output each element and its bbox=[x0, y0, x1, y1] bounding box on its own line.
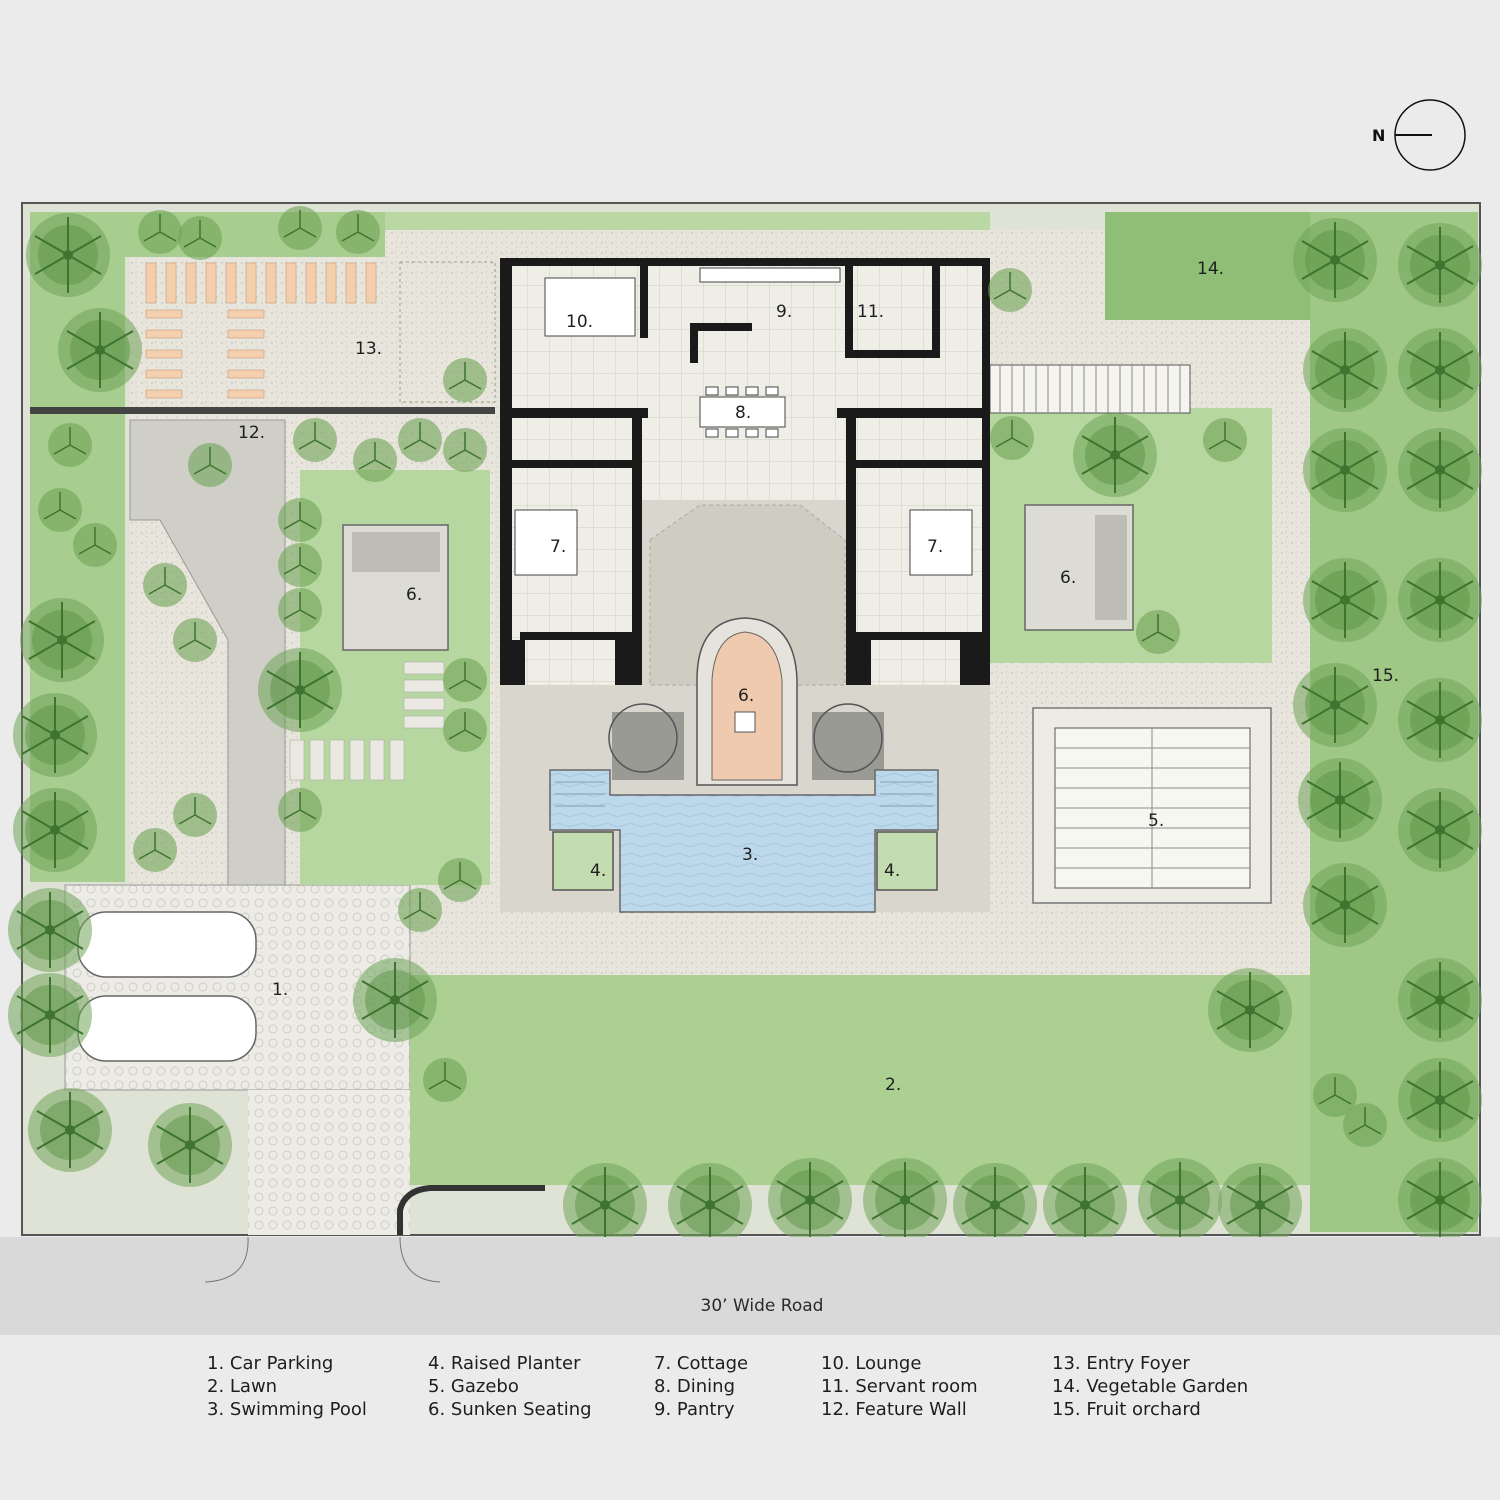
label-lawn: 2. bbox=[885, 1075, 901, 1095]
legend-item: 4. Raised Planter bbox=[428, 1353, 581, 1374]
bed-right bbox=[909, 509, 973, 576]
north-label: N bbox=[1372, 126, 1385, 145]
label-dining: 8. bbox=[735, 403, 751, 423]
gazebo-rafters bbox=[1055, 728, 1250, 888]
legend-item: 15. Fruit orchard bbox=[1052, 1399, 1201, 1420]
umbrella-left bbox=[608, 703, 684, 780]
central-deck bbox=[711, 631, 783, 781]
pergola-slats bbox=[145, 262, 377, 399]
umbrella-right bbox=[812, 703, 884, 780]
legend-item: 6. Sunken Seating bbox=[428, 1399, 592, 1420]
sunken-bench-right bbox=[1095, 515, 1127, 620]
legend-item: 12. Feature Wall bbox=[821, 1399, 967, 1420]
legend-item: 2. Lawn bbox=[207, 1376, 278, 1397]
courtyard-inner bbox=[649, 504, 846, 686]
legend-column-4: 10. Lounge 11. Servant room 12. Feature … bbox=[821, 1352, 978, 1421]
label-cottage-left: 7. bbox=[550, 537, 566, 557]
label-sunken-right: 6. bbox=[1060, 568, 1076, 588]
legend: 1. Car Parking 2. Lawn 3. Swimming Pool … bbox=[0, 1352, 1500, 1442]
label-gazebo: 5. bbox=[1148, 811, 1164, 831]
feature-wall bbox=[30, 407, 495, 414]
label-servant: 11. bbox=[857, 302, 884, 322]
legend-item: 14. Vegetable Garden bbox=[1052, 1376, 1249, 1397]
vegetable-garden bbox=[1105, 212, 1310, 320]
legend-item: 7. Cottage bbox=[654, 1353, 749, 1374]
label-pantry: 9. bbox=[776, 302, 792, 322]
label-planter-left: 4. bbox=[590, 861, 606, 881]
entry-bridge bbox=[989, 364, 1191, 414]
legend-column-5: 13. Entry Foyer 14. Vegetable Garden 15.… bbox=[1052, 1352, 1248, 1421]
north-arrow: N bbox=[1372, 99, 1466, 171]
swimming-pool bbox=[549, 769, 939, 913]
label-fruit-orchard: 15. bbox=[1372, 666, 1399, 686]
sunken-bench-left bbox=[352, 532, 440, 572]
label-sunken-left: 6. bbox=[406, 585, 422, 605]
stepping-stones bbox=[289, 661, 445, 781]
road-label: 30’ Wide Road bbox=[701, 1296, 824, 1316]
pool-steps bbox=[555, 781, 933, 807]
legend-item: 10. Lounge bbox=[821, 1353, 922, 1374]
lounge-sofa bbox=[544, 277, 636, 337]
road bbox=[0, 1237, 1500, 1335]
road-edge bbox=[204, 1236, 441, 1283]
legend-item: 1. Car Parking bbox=[207, 1353, 334, 1374]
legend-item: 3. Swimming Pool bbox=[207, 1399, 367, 1420]
legend-column-1: 1. Car Parking 2. Lawn 3. Swimming Pool bbox=[207, 1352, 367, 1421]
legend-item: 13. Entry Foyer bbox=[1052, 1353, 1190, 1374]
map-labels: 1. 2. 3. 4. 4. 5. 6. 6. 6. 7. 7. 8. 9. 1… bbox=[238, 259, 1399, 1095]
raised-planter-left bbox=[552, 831, 614, 891]
raised-planter-right bbox=[876, 831, 938, 891]
legend-column-2: 4. Raised Planter 5. Gazebo 6. Sunken Se… bbox=[428, 1352, 592, 1421]
car-outlines bbox=[77, 911, 257, 1062]
central-table bbox=[734, 711, 756, 733]
label-pool: 3. bbox=[742, 845, 758, 865]
lawn-top-strip bbox=[385, 212, 990, 230]
main-lawn bbox=[410, 975, 1310, 1185]
legend-column-3: 7. Cottage 8. Dining 9. Pantry bbox=[654, 1352, 748, 1421]
label-vegetable-garden: 14. bbox=[1197, 259, 1224, 279]
label-entry-foyer: 13. bbox=[355, 339, 382, 359]
walls bbox=[500, 258, 990, 685]
bed-left bbox=[514, 509, 578, 576]
label-lounge: 10. bbox=[566, 312, 593, 332]
legend-item: 5. Gazebo bbox=[428, 1376, 519, 1397]
label-planter-right: 4. bbox=[884, 861, 900, 881]
pantry-counter bbox=[699, 267, 841, 283]
driveway bbox=[129, 419, 286, 886]
label-cottage-right: 7. bbox=[927, 537, 943, 557]
label-car-parking: 1. bbox=[272, 980, 288, 1000]
legend-item: 9. Pantry bbox=[654, 1399, 735, 1420]
label-feature-wall: 12. bbox=[238, 423, 265, 443]
parking-walk bbox=[248, 1090, 410, 1235]
dining-table bbox=[699, 386, 786, 438]
label-sunken-center: 6. bbox=[738, 686, 754, 706]
gate-wall bbox=[397, 1185, 545, 1235]
entry-grid bbox=[399, 261, 496, 403]
legend-item: 11. Servant room bbox=[821, 1376, 978, 1397]
legend-item: 8. Dining bbox=[654, 1376, 735, 1397]
